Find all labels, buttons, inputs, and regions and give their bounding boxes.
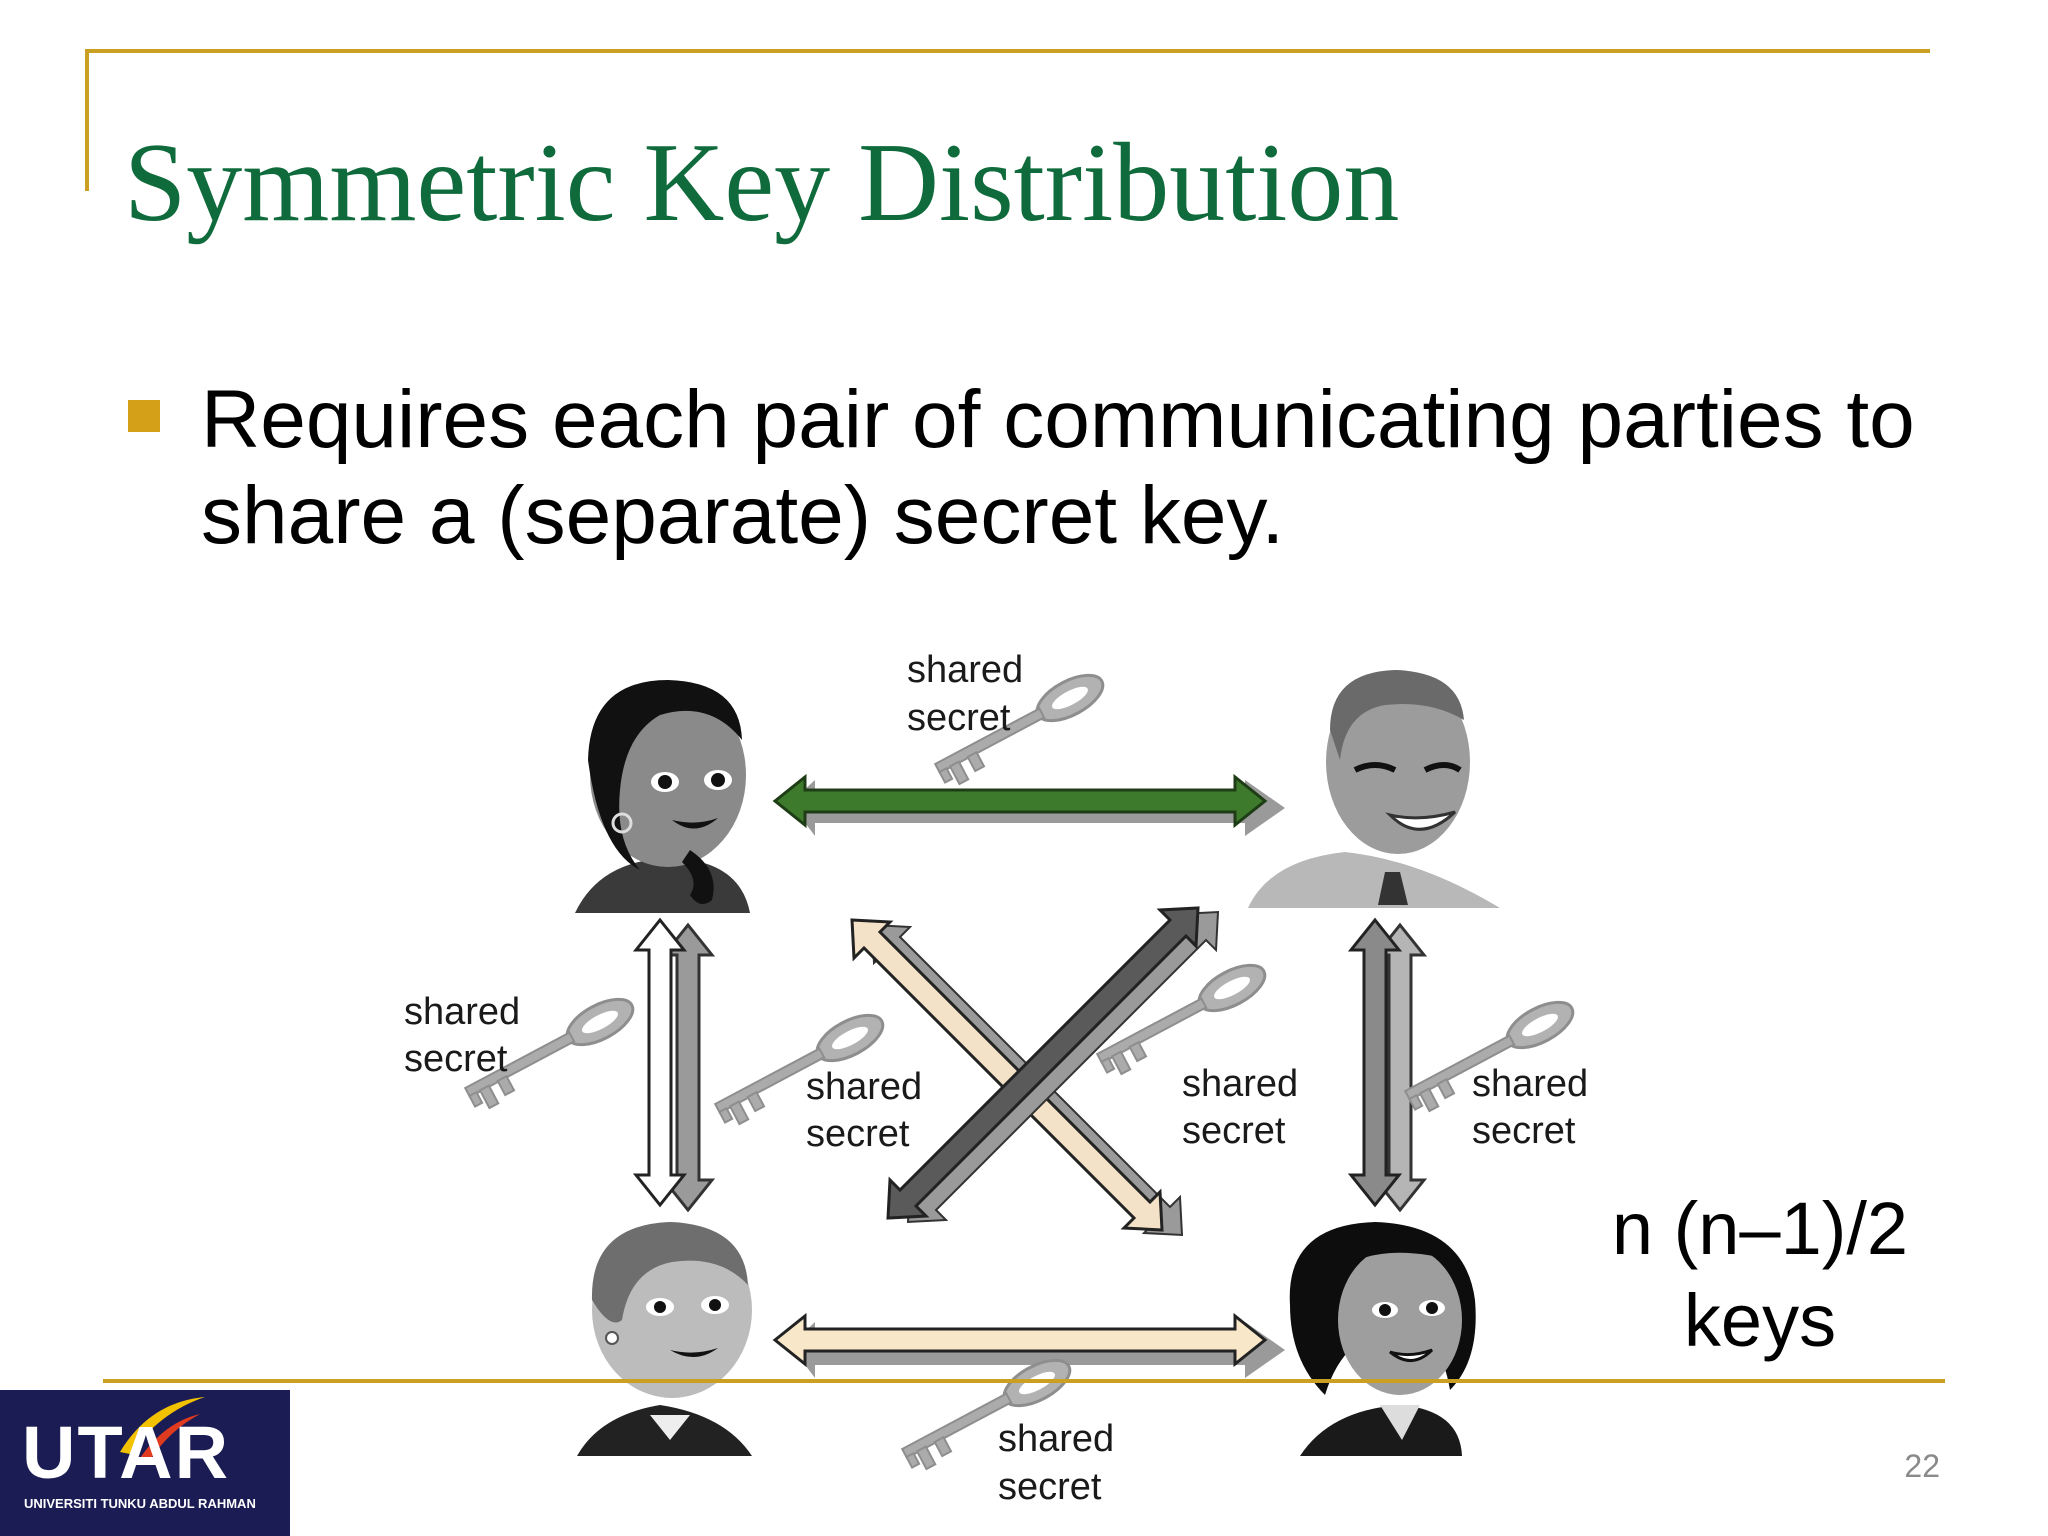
frame-top-line [85,49,1930,53]
footer-line [103,1379,1945,1383]
label-right-line1: shared [1472,1063,1588,1105]
person-woman-bottom-left-icon [577,1222,752,1456]
keys-formula-box: n (n–1)/2 keys [1575,1183,1945,1367]
frame-left-line [85,49,89,191]
label-bottom-line2: secret [998,1466,1102,1508]
arrow-bottom [772,1312,1285,1378]
label-bottom-line1: shared [998,1418,1114,1460]
logo-subtitle: UNIVERSITI TUNKU ABDUL RAHMAN [24,1496,256,1511]
utar-logo: UTAR UNIVERSITI TUNKU ABDUL RAHMAN [0,1390,290,1536]
page-number: 22 [1904,1448,1940,1484]
arrow-diagonal-b [886,906,1220,1224]
label-diag-b-line1: shared [1182,1063,1298,1105]
logo-wordmark: UTAR [22,1411,231,1494]
label-top-line1: shared [907,649,1023,691]
keys-word: keys [1683,1279,1837,1362]
bullet-square-icon [128,400,160,432]
logo-swoosh-icon [120,1397,205,1460]
arrow-top [772,773,1285,836]
label-left-line2: secret [404,1038,508,1080]
label-diag-b-line2: secret [1182,1110,1286,1152]
keys-formula: n (n–1)/2 [1611,1187,1909,1270]
label-top-line2: secret [907,697,1011,739]
person-man-top-right-icon [1248,670,1500,908]
person-woman-top-left-icon [575,680,750,913]
slide-title: Symmetric Key Distribution [124,121,1400,245]
arrow-right [1347,917,1428,1213]
person-woman-bottom-right-icon [1289,1222,1476,1456]
label-right-line2: secret [1472,1110,1576,1152]
label-diag-a-line1: shared [806,1066,922,1108]
bullet-text: Requires each pair of communicating part… [201,374,1915,561]
label-left-line1: shared [404,991,520,1033]
label-diag-a-line2: secret [806,1113,910,1155]
arrow-left [632,917,716,1213]
